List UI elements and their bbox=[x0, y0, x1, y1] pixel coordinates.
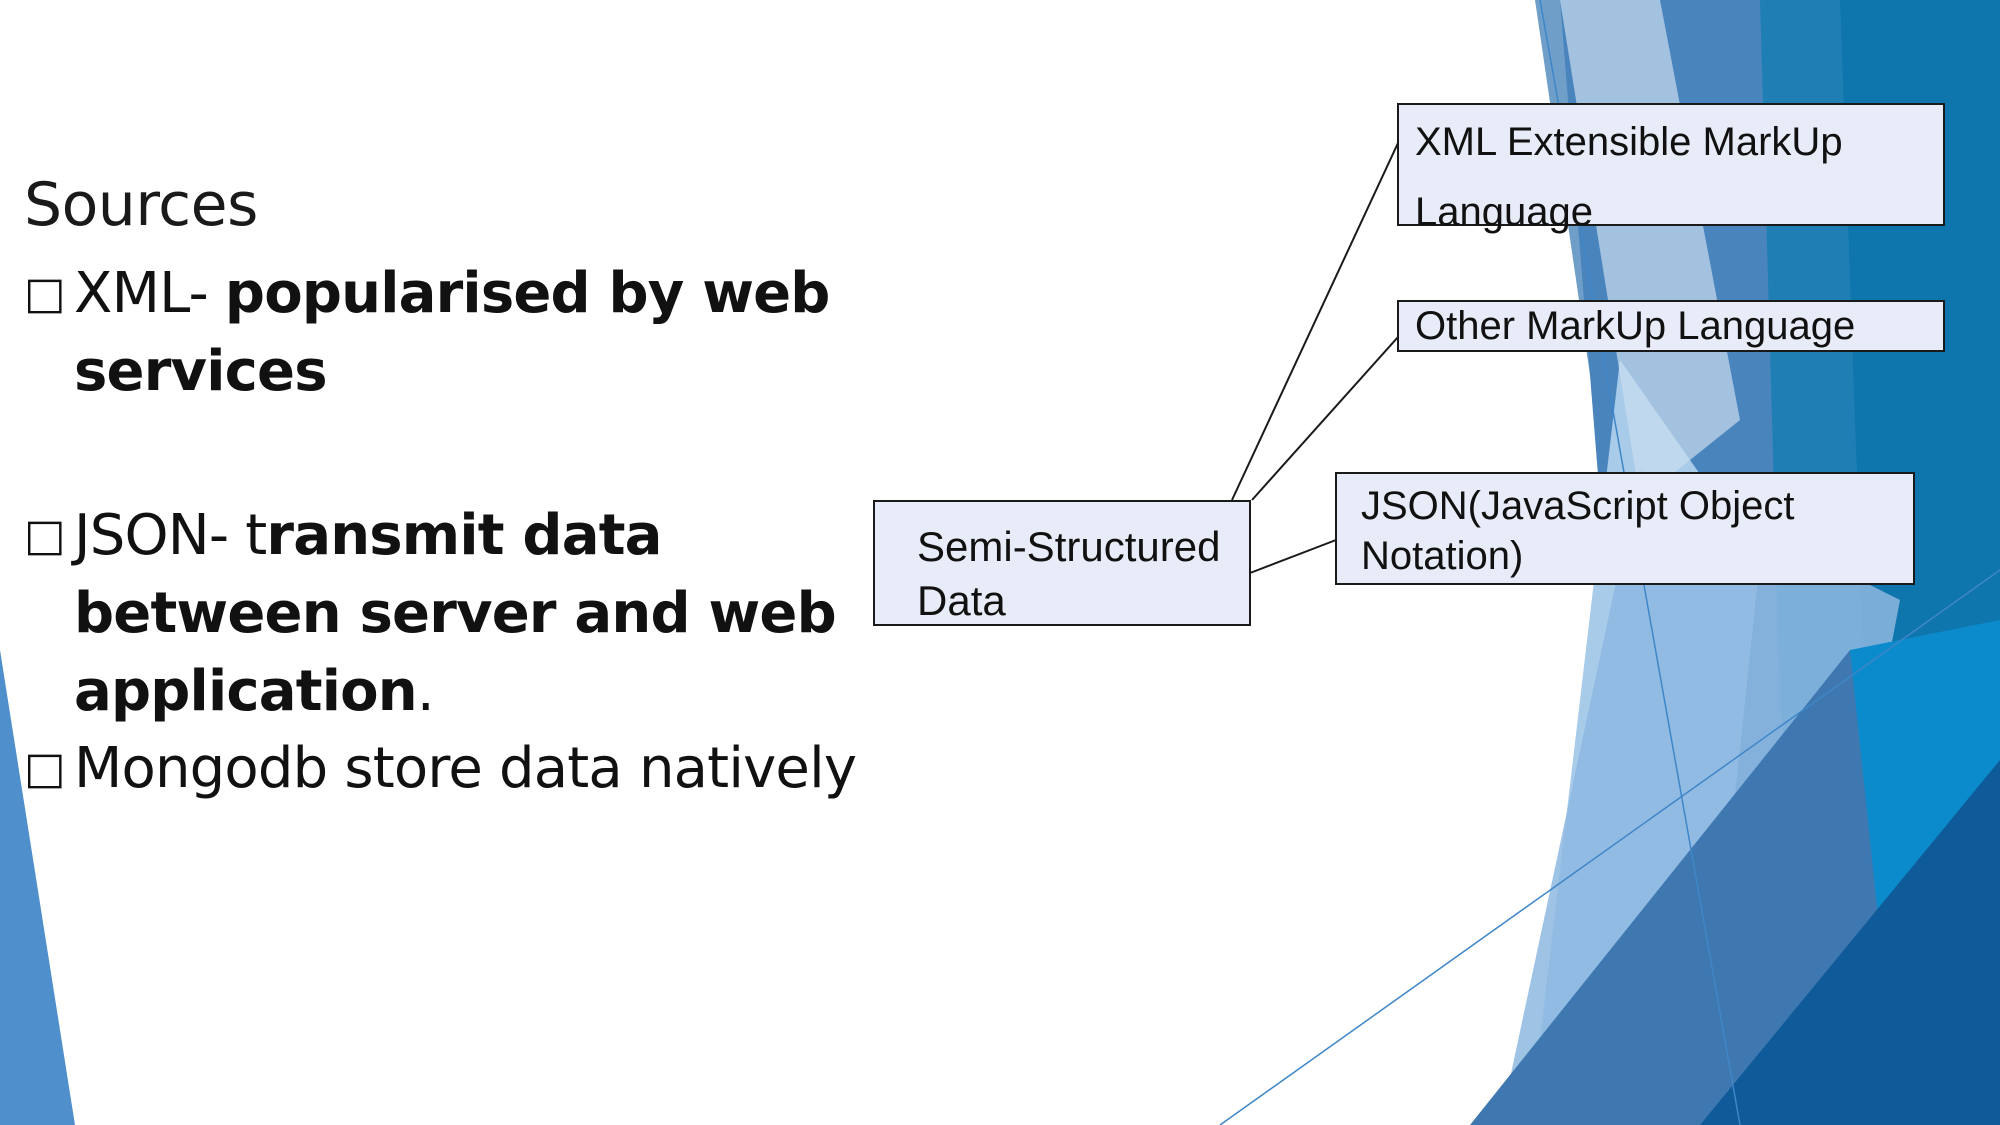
bullet-mongodb-text: Mongodb store data natively bbox=[74, 736, 857, 801]
node-json-label: JSON(JavaScript Object Notation) bbox=[1361, 484, 1795, 578]
bullet-json-bold: ransmit data between server and web appl… bbox=[74, 503, 837, 724]
bullet-json: □ JSON- transmit data between server and… bbox=[24, 497, 884, 731]
bullet-xml: □ XML- popularised by web services bbox=[24, 255, 884, 411]
bullet-json-tail: . bbox=[416, 659, 435, 724]
bullet-json-prefix: JSON- t bbox=[74, 503, 267, 568]
square-bullet-icon: □ bbox=[24, 268, 66, 319]
node-xml-label: XML Extensible MarkUp Language bbox=[1415, 120, 1843, 234]
square-bullet-icon: □ bbox=[24, 743, 66, 794]
node-other-markup-label: Other MarkUp Language bbox=[1415, 304, 1856, 348]
node-json: JSON(JavaScript Object Notation) bbox=[1335, 472, 1915, 585]
square-bullet-icon: □ bbox=[24, 510, 66, 561]
node-root-label: Semi-Structured Data bbox=[917, 523, 1221, 624]
bullet-mongodb: □ Mongodb store data natively bbox=[24, 730, 884, 808]
bullet-xml-prefix: XML- bbox=[74, 261, 225, 326]
bullet-xml-bold: popularised by web services bbox=[74, 261, 830, 404]
slide-heading: Sources bbox=[24, 170, 258, 240]
node-other-markup: Other MarkUp Language bbox=[1397, 300, 1945, 352]
node-semi-structured-data: Semi-Structured Data bbox=[873, 500, 1251, 626]
node-xml: XML Extensible MarkUp Language bbox=[1397, 103, 1945, 234]
